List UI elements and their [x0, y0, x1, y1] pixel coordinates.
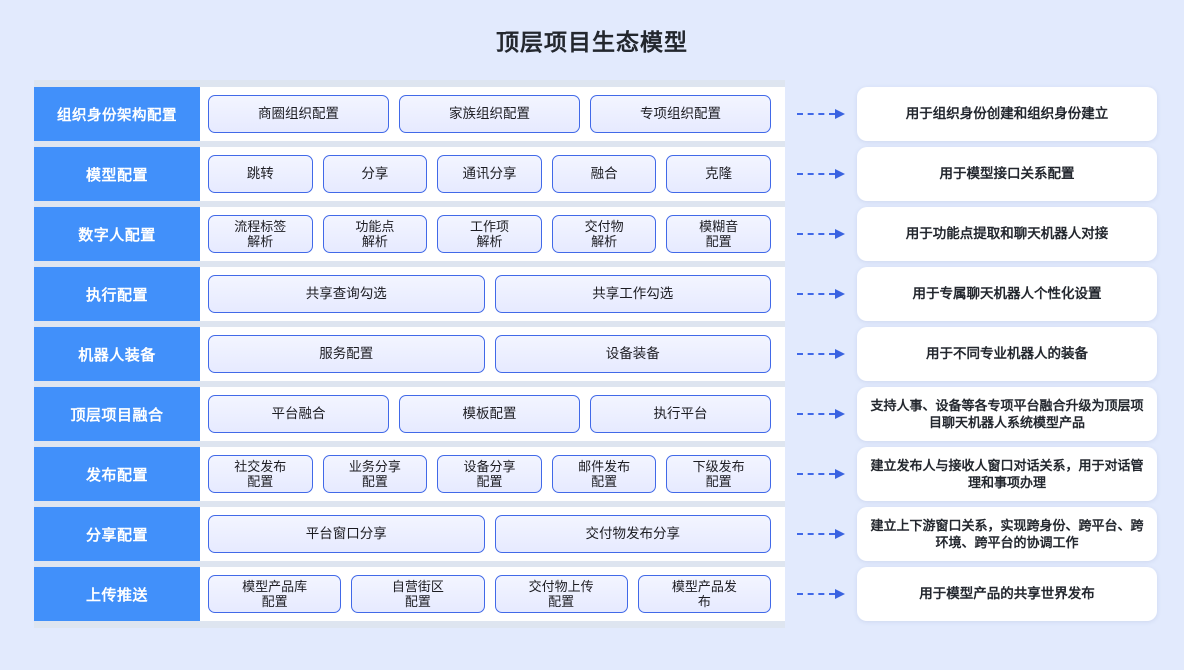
chip-button[interactable]: 专项组织配置 — [590, 95, 771, 133]
dashed-arrow-right-icon — [797, 529, 845, 539]
row-label-1[interactable]: 模型配置 — [34, 147, 200, 201]
chip-button[interactable]: 设备分享 配置 — [437, 455, 542, 493]
chip-button[interactable]: 交付物 解析 — [551, 215, 657, 253]
chip-button[interactable]: 融合 — [551, 155, 657, 193]
dashed-arrow-right-icon — [797, 229, 845, 239]
row-chip-group: 流程标签 解析功能点 解析工作项 解析交付物 解析模糊音 配置 — [200, 207, 785, 261]
arrow-cell — [785, 507, 857, 561]
chip-button[interactable]: 商圈组织配置 — [208, 95, 389, 133]
ecosystem-model-diagram: 组织身份架构配置商圈组织配置家族组织配置专项组织配置模型配置跳转分享通讯分享融合… — [0, 80, 1184, 670]
row-chip-group: 共享查询勾选共享工作勾选 — [200, 267, 785, 321]
arrow-cell — [785, 327, 857, 381]
dashed-arrow-right-icon — [797, 409, 845, 419]
row-label-4[interactable]: 机器人装备 — [34, 327, 200, 381]
dashed-arrow-right-icon — [797, 469, 845, 479]
description-card: 用于不同专业机器人的装备 — [857, 327, 1157, 381]
row-chip-group: 社交发布 配置业务分享 配置设备分享 配置邮件发布 配置下级发布 配置 — [200, 447, 785, 501]
chip-button[interactable]: 通讯分享 — [437, 155, 542, 193]
chip-button[interactable]: 家族组织配置 — [399, 95, 580, 133]
chip-button[interactable]: 克隆 — [666, 155, 771, 193]
dashed-arrow-right-icon — [797, 169, 845, 179]
arrow-cell — [785, 147, 857, 201]
chip-button[interactable]: 共享查询勾选 — [208, 275, 485, 313]
chip-button[interactable]: 模型产品发 布 — [637, 575, 771, 613]
chip-button[interactable]: 模板配置 — [399, 395, 580, 433]
matrix-row: 模型配置跳转分享通讯分享融合克隆 — [34, 147, 785, 201]
chip-button[interactable]: 模糊音 配置 — [666, 215, 771, 253]
arrow-cell — [785, 87, 857, 141]
matrix-row: 上传推送模型产品库 配置自营街区 配置交付物上传 配置模型产品发 布 — [34, 567, 785, 621]
row-label-7[interactable]: 分享配置 — [34, 507, 200, 561]
row-label-8[interactable]: 上传推送 — [34, 567, 200, 621]
description-card: 用于功能点提取和聊天机器人对接 — [857, 207, 1157, 261]
row-chip-group: 服务配置设备装备 — [200, 327, 785, 381]
row-chip-group: 平台融合模板配置执行平台 — [200, 387, 785, 441]
category-matrix-panel: 组织身份架构配置商圈组织配置家族组织配置专项组织配置模型配置跳转分享通讯分享融合… — [34, 80, 785, 628]
description-card: 支持人事、设备等各专项平台融合升级为顶层项目聊天机器人系统模型产品 — [857, 387, 1157, 441]
chip-button[interactable]: 业务分享 配置 — [322, 455, 428, 493]
chip-button[interactable]: 服务配置 — [208, 335, 485, 373]
chip-button[interactable]: 设备装备 — [494, 335, 771, 373]
matrix-row: 发布配置社交发布 配置业务分享 配置设备分享 配置邮件发布 配置下级发布 配置 — [34, 447, 785, 501]
row-label-6[interactable]: 发布配置 — [34, 447, 200, 501]
dashed-arrow-right-icon — [797, 109, 845, 119]
arrow-cell — [785, 267, 857, 321]
chip-button[interactable]: 平台窗口分享 — [208, 515, 485, 553]
chip-button[interactable]: 交付物上传 配置 — [494, 575, 628, 613]
chip-button[interactable]: 分享 — [322, 155, 428, 193]
matrix-row: 分享配置平台窗口分享交付物发布分享 — [34, 507, 785, 561]
row-chip-group: 跳转分享通讯分享融合克隆 — [200, 147, 785, 201]
chip-button[interactable]: 工作项 解析 — [437, 215, 542, 253]
row-label-2[interactable]: 数字人配置 — [34, 207, 200, 261]
description-card-column: 用于组织身份创建和组织身份建立用于模型接口关系配置用于功能点提取和聊天机器人对接… — [857, 80, 1157, 621]
chip-button[interactable]: 交付物发布分享 — [494, 515, 771, 553]
chip-button[interactable]: 流程标签 解析 — [208, 215, 313, 253]
chip-button[interactable]: 下级发布 配置 — [666, 455, 771, 493]
matrix-row: 组织身份架构配置商圈组织配置家族组织配置专项组织配置 — [34, 87, 785, 141]
matrix-row: 执行配置共享查询勾选共享工作勾选 — [34, 267, 785, 321]
description-card: 用于模型产品的共享世界发布 — [857, 567, 1157, 621]
chip-button[interactable]: 功能点 解析 — [322, 215, 428, 253]
row-chip-group: 模型产品库 配置自营街区 配置交付物上传 配置模型产品发 布 — [200, 567, 785, 621]
page-title: 顶层项目生态模型 — [496, 29, 688, 55]
matrix-row: 机器人装备服务配置设备装备 — [34, 327, 785, 381]
row-label-5[interactable]: 顶层项目融合 — [34, 387, 200, 441]
arrow-cell — [785, 207, 857, 261]
chip-button[interactable]: 共享工作勾选 — [494, 275, 771, 313]
chip-button[interactable]: 模型产品库 配置 — [208, 575, 342, 613]
matrix-row: 数字人配置流程标签 解析功能点 解析工作项 解析交付物 解析模糊音 配置 — [34, 207, 785, 261]
arrow-cell — [785, 387, 857, 441]
dashed-arrow-right-icon — [797, 289, 845, 299]
arrow-connector-column — [785, 80, 857, 621]
arrow-cell — [785, 447, 857, 501]
description-card: 建立发布人与接收人窗口对话关系，用于对话管理和事项办理 — [857, 447, 1157, 501]
chip-button[interactable]: 社交发布 配置 — [208, 455, 313, 493]
matrix-row: 顶层项目融合平台融合模板配置执行平台 — [34, 387, 785, 441]
chip-button[interactable]: 邮件发布 配置 — [551, 455, 657, 493]
row-chip-group: 商圈组织配置家族组织配置专项组织配置 — [200, 87, 785, 141]
chip-button[interactable]: 执行平台 — [590, 395, 771, 433]
description-card: 用于模型接口关系配置 — [857, 147, 1157, 201]
chip-button[interactable]: 自营街区 配置 — [351, 575, 485, 613]
row-chip-group: 平台窗口分享交付物发布分享 — [200, 507, 785, 561]
description-card: 建立上下游窗口关系，实现跨身份、跨平台、跨环境、跨平台的协调工作 — [857, 507, 1157, 561]
arrow-cell — [785, 567, 857, 621]
dashed-arrow-right-icon — [797, 589, 845, 599]
dashed-arrow-right-icon — [797, 349, 845, 359]
chip-button[interactable]: 平台融合 — [208, 395, 389, 433]
row-label-0[interactable]: 组织身份架构配置 — [34, 87, 200, 141]
chip-button[interactable]: 跳转 — [208, 155, 313, 193]
row-label-3[interactable]: 执行配置 — [34, 267, 200, 321]
description-card: 用于组织身份创建和组织身份建立 — [857, 87, 1157, 141]
description-card: 用于专属聊天机器人个性化设置 — [857, 267, 1157, 321]
